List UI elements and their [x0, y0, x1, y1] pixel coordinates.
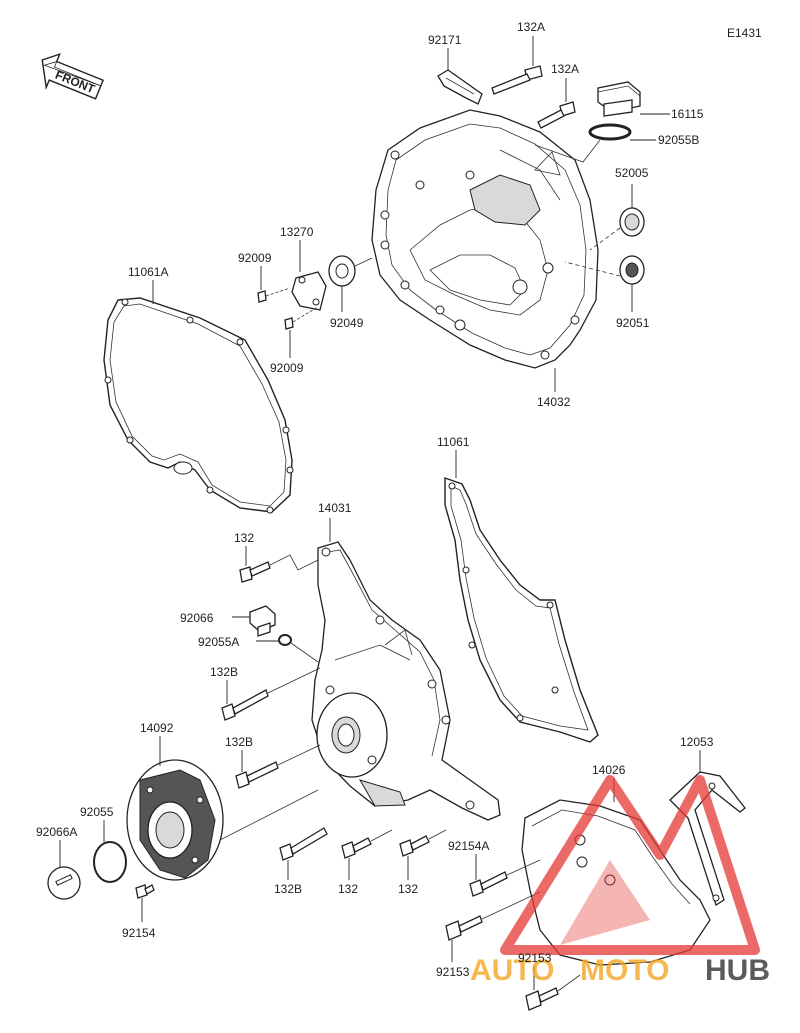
- label-92153-a: 92153: [436, 965, 470, 979]
- watermark-auto: AUTO: [470, 954, 554, 987]
- gasket-11061A: [103, 280, 294, 514]
- label-92153-b: 92153: [518, 951, 552, 965]
- bolt-132-c: [399, 829, 447, 880]
- label-12053: 12053: [680, 735, 714, 749]
- plug-92066: [232, 605, 276, 637]
- screw-92009-a: [257, 266, 291, 303]
- bolt-132-b: [341, 829, 393, 880]
- diagram-code: E1431: [727, 26, 762, 40]
- label-92171: 92171: [428, 33, 462, 47]
- bolt-132B-b: [235, 744, 321, 789]
- label-132B-c: 132B: [274, 882, 302, 896]
- bolt-132A-top: [491, 36, 543, 95]
- seal-92049: [328, 255, 373, 312]
- label-132A-top: 132A: [517, 20, 545, 34]
- label-14092: 14092: [140, 721, 174, 735]
- label-14031: 14031: [318, 501, 352, 515]
- bolt-92153-b: [525, 966, 581, 1011]
- bolt-132A-mid: [537, 78, 576, 129]
- label-92066: 92066: [180, 611, 214, 625]
- bolt-92153-a: [445, 891, 541, 962]
- gasket-11061: [444, 450, 599, 743]
- label-92049: 92049: [330, 316, 364, 330]
- label-92154: 92154: [122, 926, 156, 940]
- cover-14092: [126, 736, 319, 881]
- label-92066A: 92066A: [36, 825, 77, 839]
- label-132A-mid: 132A: [551, 62, 579, 76]
- label-11061: 11061: [437, 435, 470, 449]
- magneto-cover-14031: [311, 518, 501, 821]
- label-132-b: 132: [338, 882, 358, 896]
- label-92051: 92051: [616, 316, 650, 330]
- screw-92009-b: [284, 307, 317, 358]
- label-92009-b: 92009: [270, 361, 304, 375]
- label-16115: 16115: [671, 107, 704, 121]
- filler-cap-16115: [597, 81, 670, 117]
- o-ring-92055A: [256, 634, 319, 663]
- clutch-cover-14032: [371, 109, 599, 369]
- label-14032: 14032: [537, 395, 571, 409]
- label-13270: 13270: [280, 225, 314, 239]
- o-ring-92055: [93, 820, 127, 883]
- label-92055B: 92055B: [658, 133, 699, 147]
- screw-92154: [135, 884, 155, 922]
- seal-52005: [589, 184, 645, 251]
- label-92154A: 92154A: [448, 839, 489, 853]
- clip-92171: [437, 48, 483, 105]
- front-arrow-icon: FRONT: [41, 52, 104, 100]
- cap-92066A: [47, 840, 81, 900]
- watermark-hub: HUB: [705, 954, 770, 987]
- bolt-132-top: [239, 546, 319, 583]
- plate-13270: [291, 240, 327, 311]
- o-ring-92055B: [534, 123, 656, 163]
- label-11061A: 11061A: [128, 265, 168, 279]
- label-132B-a: 132B: [210, 665, 238, 679]
- label-132-c: 132: [398, 882, 418, 896]
- label-14026: 14026: [592, 763, 626, 777]
- label-132-top: 132: [234, 531, 254, 545]
- watermark-logo: [500, 775, 760, 955]
- watermark-moto: MOTO: [580, 954, 669, 987]
- label-52005: 52005: [615, 166, 649, 180]
- label-92055: 92055: [80, 805, 114, 819]
- label-92055A: 92055A: [198, 635, 239, 649]
- bolt-92154A: [469, 854, 541, 897]
- label-132B-b: 132B: [225, 735, 253, 749]
- bolt-132B-a: [221, 667, 321, 721]
- seal-92051: [564, 255, 645, 312]
- bolt-132B-c: [279, 827, 328, 880]
- label-92009-a: 92009: [238, 251, 272, 265]
